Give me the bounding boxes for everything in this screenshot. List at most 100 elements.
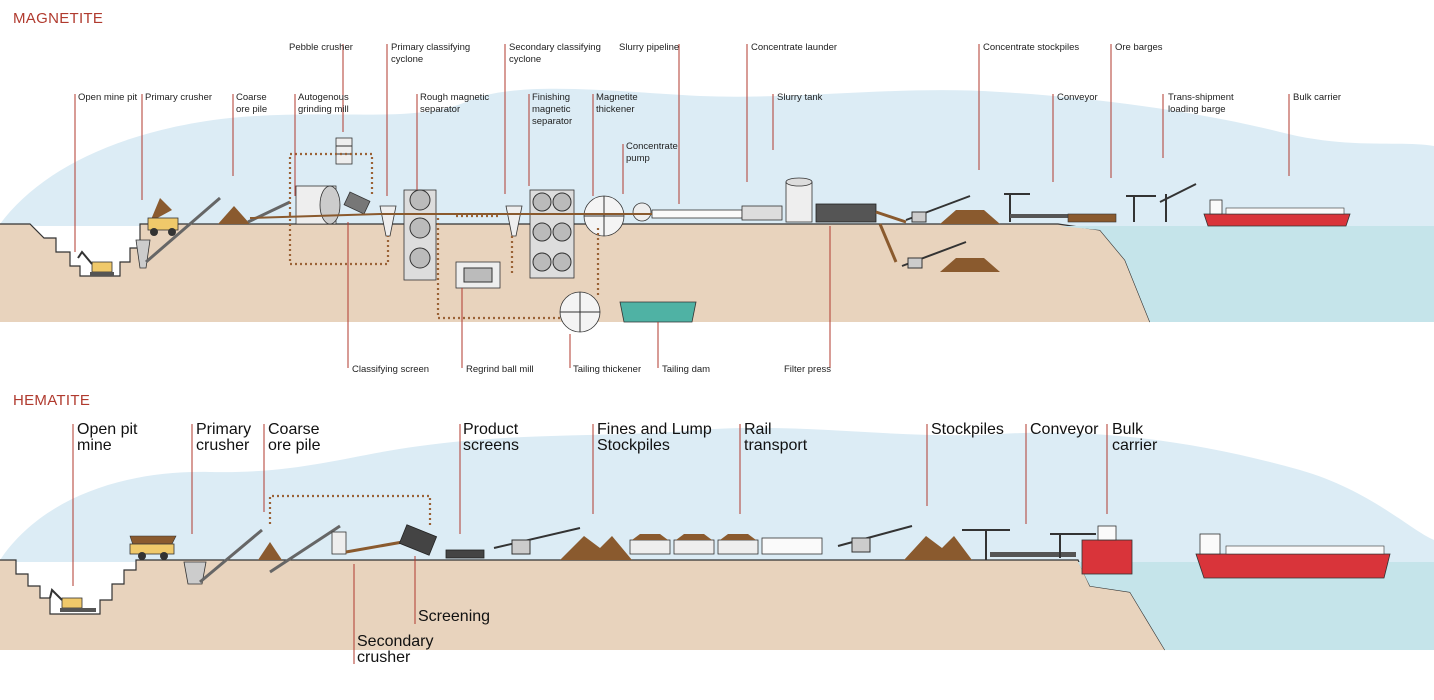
ship-loader-crane-icon [1126,183,1197,222]
filter-press-icon [815,203,877,223]
label-stockpiles: Stockpiles [931,421,1004,438]
conveyor-belt [269,524,341,574]
label-open-mine-pit: Open mine pit [78,92,138,103]
ball-mill-icon [455,261,501,289]
label-screening: Screening [418,608,491,625]
screen-icon [343,191,371,215]
label-rail-transport: Rail transport [744,421,808,454]
concentrate-stockpile-mound [940,258,1000,272]
stacker-reclaimer-icon [901,241,967,269]
concentrate-pump-icon [632,202,652,222]
label-conveyor: Conveyor [1057,92,1098,103]
magnetite-ground [0,224,1150,322]
label-classifying-screen: Classifying screen [352,364,430,375]
conveyor-belt [1010,214,1070,218]
stacker-reclaimer-icon [493,527,581,555]
thickener-icon [583,195,625,237]
product-screen-icon [445,549,485,559]
conveyor-belt [145,196,221,264]
magnetite-section-title: MAGNETITE [13,10,104,27]
hematite-pit-wall [0,559,1166,651]
label-coarse-ore-pile: Coarse ore pile [268,421,321,454]
label-filter-press: Filter press [784,364,831,375]
magnetite-background [0,88,1434,323]
slurry-pipeline-icon [651,209,743,219]
secondary-crusher-icon [331,531,347,555]
bulk-carrier-ship-icon [1203,199,1351,227]
label-concentrate-stockpiles: Concentrate stockpiles [983,42,1080,53]
ship-loader-crane-icon [1050,533,1096,558]
label-regrind-ball-mill: Regrind ball mill [466,364,534,375]
label-finishing-magnetic-separator: Finishing magnetic separator [532,92,573,127]
fines-lump-stockpile-mound [560,536,632,560]
stacker-reclaimer-icon [837,525,913,553]
label-conveyor: Conveyor [1030,421,1099,438]
slurry-tank-icon [785,177,813,223]
concentrate-stockpile-mound [940,210,1000,224]
stockpile-mound [904,536,972,560]
label-primary-crusher: Primary crusher [196,421,252,454]
process-pipe [249,213,652,219]
magnetite-pit-wall [0,223,1151,323]
label-primary-classifying-cyclone: Primary classifying cyclone [391,42,471,65]
haul-truck-icon [147,198,179,236]
magnetic-separator-icon [403,189,437,281]
excavator-icon [77,250,114,276]
magnetite-sea [1058,226,1434,322]
crusher-icon [183,561,207,585]
bulk-carrier-ship-icon [1195,533,1391,579]
tailing-dam-icon [619,301,697,323]
label-primary-crusher: Primary crusher [145,92,213,103]
autogenous-mill-icon [295,185,341,225]
label-trans-shipment-loading-barge: Trans-shipment loading barge [1168,92,1234,115]
coarse-ore-pile-mound [258,542,282,560]
screen-icon [398,524,438,556]
label-concentrate-launder: Concentrate launder [751,42,838,53]
thickener-icon [559,291,601,333]
label-secondary-crusher: Secondary crusher [357,633,434,666]
stacker-reclaimer-icon [905,195,971,223]
magnetite-sky [0,88,1434,226]
label-concentrate-pump: Concentrate pump [626,141,678,164]
label-magnetite-thickener: Magnetite thickener [596,92,638,115]
train-icon [629,534,823,555]
hematite-leader-lines [72,424,1108,664]
magnetite-leader-lines [74,44,1290,368]
slurry-flow-path [288,152,600,320]
hematite-sea [1078,562,1434,650]
conveyor-belt [990,552,1076,557]
label-fines-and-lump-stockpiles: Fines and Lump Stockpiles [597,421,712,454]
haul-truck-icon [129,535,177,560]
barge-icon [1067,213,1117,223]
label-slurry-pipeline: Slurry pipeline [619,42,680,53]
hematite-ground [0,560,1165,650]
coarse-ore-pile-mound [218,206,250,224]
ship-loader-crane-icon [962,529,1010,560]
label-rough-magnetic-separator: Rough magnetic separator [420,92,490,115]
label-pebble-crusher: Pebble crusher [289,42,353,53]
hematite-section-title: HEMATITE [13,392,91,409]
label-tailing-thickener: Tailing thickener [573,364,642,375]
label-tailing-dam: Tailing dam [662,364,711,375]
hematite-equipment [49,494,1391,612]
hematite-background [0,427,1434,651]
magnetite-equipment [77,137,1351,333]
label-slurry-tank: Slurry tank [777,92,823,103]
hematite-sky [0,427,1434,562]
label-bulk-carrier: Bulk carrier [1293,92,1342,103]
label-autogenous-grinding-mill: Autogenous grinding mill [298,92,349,115]
pebble-crusher-icon [335,137,353,165]
label-bulk-carrier: Bulk carrier [1112,421,1158,454]
concentrate-launder-icon [741,205,783,221]
bulk-carrier-ship-icon [1081,525,1133,575]
label-ore-barges: Ore barges [1115,42,1163,53]
label-product-screens: Product screens [463,421,520,454]
label-secondary-classifying-cyclone: Secondary classifying cyclone [509,42,601,65]
magnetic-separator-icon [529,189,575,279]
conveyor-belt [199,528,263,584]
label-open-pit-mine: Open pit mine [77,421,138,454]
conveyor-belt [878,223,898,263]
label-coarse-ore-pile: Coarse ore pile [236,92,268,115]
excavator-icon [49,588,96,612]
